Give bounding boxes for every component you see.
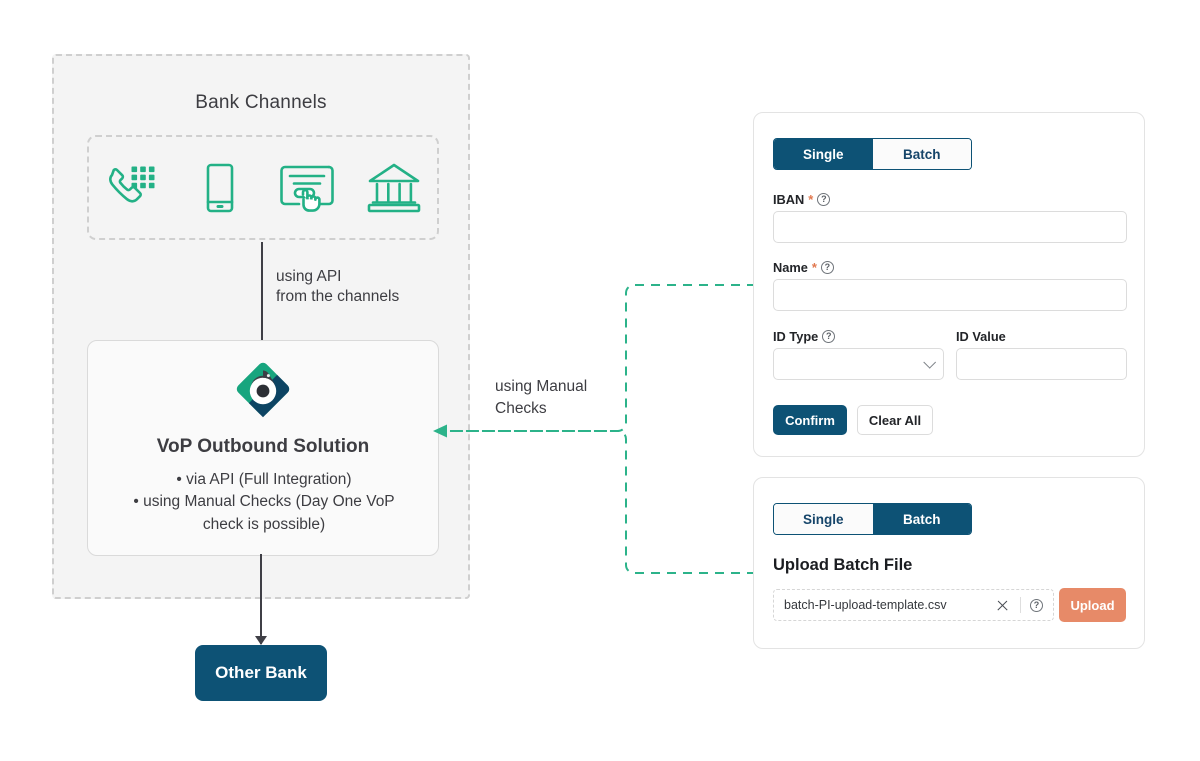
iban-required-mark: * [808, 192, 814, 207]
id-type-label-text: ID Type [773, 329, 819, 344]
chevron-down-icon [923, 355, 937, 369]
tab-single[interactable]: Single [774, 504, 873, 534]
vop-diamond-logo [88, 358, 438, 420]
online-form-click-icon [275, 156, 339, 220]
vop-card-bullets: • via API (Full Integration) • using Man… [100, 469, 428, 536]
id-type-select[interactable] [773, 348, 944, 380]
manual-checks-connector [420, 270, 765, 590]
divider [1020, 597, 1021, 613]
iban-input[interactable] [773, 211, 1127, 243]
bank-channels-title: Bank Channels [195, 92, 327, 113]
name-label: Name * ? [773, 260, 834, 275]
single-check-card: Single Batch IBAN * ? Name * ? ID Type ?… [753, 112, 1145, 457]
vop-outbound-solution-card: VoP Outbound Solution • via API (Full In… [87, 340, 439, 556]
single-card-tabs: Single Batch [773, 138, 972, 170]
api-flow-label: using API from the channels [276, 268, 400, 306]
id-value-label: ID Value [956, 329, 1006, 344]
clear-all-button[interactable]: Clear All [857, 405, 933, 435]
close-icon[interactable] [995, 598, 1010, 613]
mobile-phone-icon [188, 156, 252, 220]
name-label-text: Name [773, 260, 808, 275]
tab-single[interactable]: Single [774, 139, 873, 169]
tab-batch[interactable]: Batch [872, 504, 971, 534]
file-name-text: batch-PI-upload-template.csv [784, 598, 947, 612]
bank-channels-panel: Bank Channels [52, 54, 470, 599]
id-value-input[interactable] [956, 348, 1127, 380]
vop-bullet-item: • via API (Full Integration) [176, 471, 352, 488]
batch-upload-card: Single Batch Upload Batch File batch-PI-… [753, 477, 1145, 649]
manual-checks-label: using Manual Checks [495, 378, 588, 418]
other-bank-arrow [255, 554, 267, 645]
other-bank-label: Other Bank [215, 663, 307, 682]
id-value-label-text: ID Value [956, 329, 1006, 344]
confirm-button[interactable]: Confirm [773, 405, 847, 435]
iban-help-icon[interactable]: ? [817, 193, 831, 206]
other-bank-node: Other Bank [195, 645, 327, 701]
tab-batch[interactable]: Batch [872, 139, 971, 169]
iban-label-text: IBAN [773, 192, 805, 207]
vop-card-title: VoP Outbound Solution [156, 436, 370, 457]
id-type-label: ID Type ? [773, 329, 836, 344]
upload-batch-file-heading: Upload Batch File [773, 556, 913, 574]
upload-button[interactable]: Upload [1059, 588, 1126, 622]
iban-label: IBAN * ? [773, 192, 831, 207]
selected-file-row: batch-PI-upload-template.csv ? [773, 589, 1054, 621]
name-input[interactable] [773, 279, 1127, 311]
batch-card-tabs: Single Batch [773, 503, 972, 535]
id-type-help-icon[interactable]: ? [822, 330, 836, 343]
bank-building-icon [362, 156, 426, 220]
name-required-mark: * [811, 260, 817, 275]
phone-keypad-icon [101, 156, 165, 220]
vop-bullet-item: • using Manual Checks (Day One VoP check… [133, 493, 395, 533]
upload-help-icon[interactable]: ? [1030, 598, 1043, 612]
name-help-icon[interactable]: ? [820, 261, 834, 274]
channel-icons-group [87, 135, 439, 240]
